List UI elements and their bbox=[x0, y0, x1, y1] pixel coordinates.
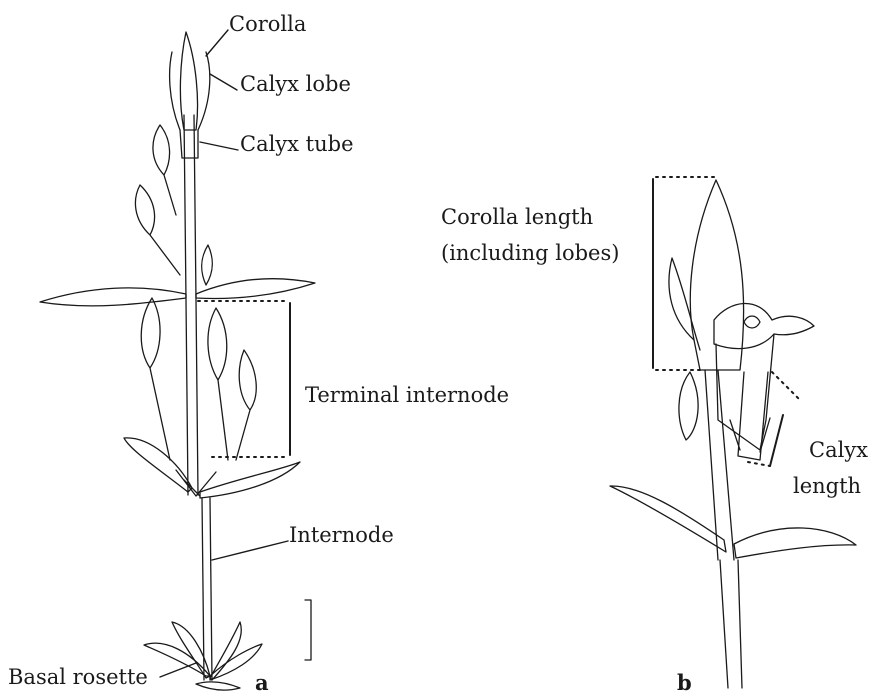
panel-letter-a: a bbox=[255, 670, 269, 695]
plant-a-lower-stem bbox=[202, 498, 212, 680]
plant-a-left-flower bbox=[141, 298, 170, 460]
plant-b-open-flower bbox=[714, 303, 814, 348]
scale-bar bbox=[305, 600, 311, 660]
corolla-length-bracket bbox=[653, 177, 714, 370]
label-calyx-length-line1: Calyx bbox=[809, 436, 868, 464]
plant-a-side-flower-2 bbox=[135, 185, 180, 275]
plant-b-open-flower-center bbox=[744, 316, 760, 328]
plant-b-upper-stem bbox=[705, 370, 734, 560]
label-terminal-internode: Terminal internode bbox=[305, 381, 509, 409]
leader-calyx-tube bbox=[200, 142, 238, 150]
plant-a-lower-leaf-left bbox=[124, 438, 192, 492]
label-calyx-length-line2: length bbox=[793, 472, 861, 500]
plant-a-rosette-leaf-5 bbox=[196, 682, 240, 690]
plant-a-top-calyx-lobe-left bbox=[170, 52, 180, 130]
panel-letter-b: b bbox=[677, 670, 692, 695]
plant-a-top-calyx-lobe-right bbox=[198, 52, 210, 130]
plant-b-corolla bbox=[690, 180, 743, 370]
plant-a-side-flower-1 bbox=[153, 125, 176, 215]
label-corolla-length-line2: (including lobes) bbox=[441, 239, 619, 267]
leader-basal-rosette bbox=[160, 663, 196, 677]
leader-corolla bbox=[206, 30, 228, 56]
plant-a-right-flower bbox=[208, 308, 228, 460]
plant-b-corolla-lobes-left bbox=[669, 258, 700, 350]
plant-b-stem bbox=[720, 560, 742, 688]
plant-a-upper-leaf-left bbox=[40, 288, 186, 306]
plant-a-top-corolla bbox=[180, 32, 197, 130]
plant-b-leaf-left bbox=[610, 486, 726, 552]
label-internode: Internode bbox=[289, 521, 394, 549]
plant-a-small-bud bbox=[202, 245, 213, 285]
label-corolla: Corolla bbox=[229, 10, 306, 38]
plant-b-leaf-right bbox=[734, 528, 856, 558]
plant-b-calyx bbox=[738, 372, 768, 460]
calyx-length-bracket bbox=[748, 372, 800, 466]
plant-a-stem bbox=[184, 115, 198, 495]
plant-a-lower-bracts bbox=[176, 470, 216, 496]
plant-a-top-calyx-tube bbox=[180, 130, 198, 158]
plant-a-lower-leaf-right bbox=[200, 462, 300, 498]
leader-internode bbox=[212, 541, 288, 560]
plant-b-drawing bbox=[610, 180, 856, 688]
plant-a-upper-leaf-right bbox=[196, 279, 315, 299]
plant-b-left-bud bbox=[679, 372, 698, 440]
plant-a-right-flower-2 bbox=[236, 350, 256, 460]
label-calyx-tube: Calyx tube bbox=[240, 130, 354, 158]
leader-calyx-lobe bbox=[210, 74, 237, 90]
label-basal-rosette: Basal rosette bbox=[8, 663, 148, 691]
label-calyx-lobe: Calyx lobe bbox=[240, 70, 351, 98]
label-corolla-length-line1: Corolla length bbox=[441, 203, 593, 231]
